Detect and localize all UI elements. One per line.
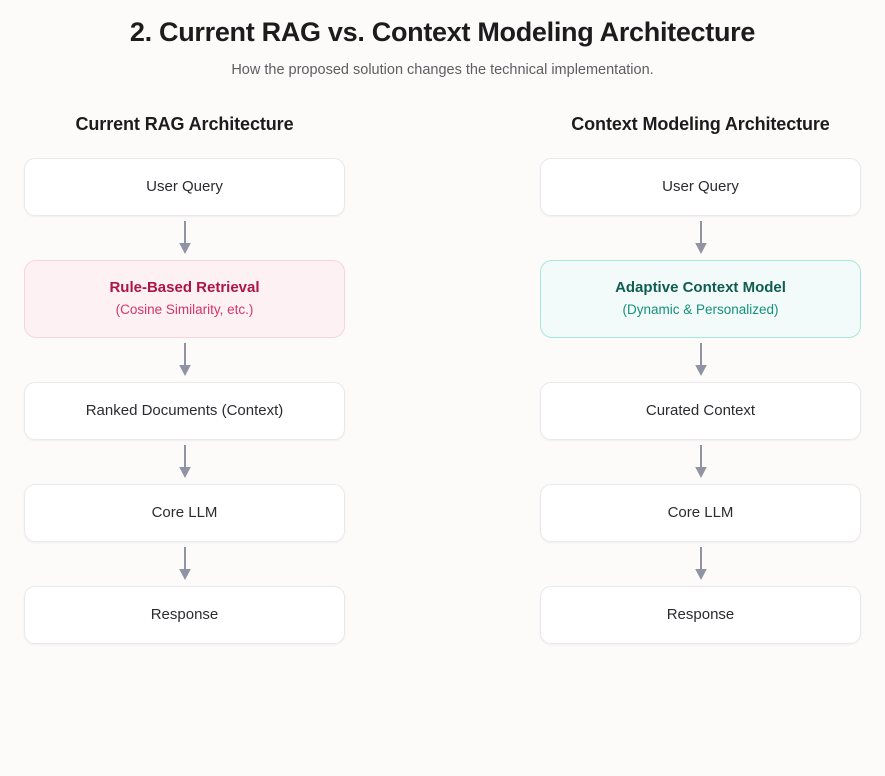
arrow-down-icon	[693, 338, 709, 382]
flow-node-context-modeling-1[interactable]: Adaptive Context Model (Dynamic & Persona…	[540, 259, 861, 338]
flow-node-label: Response	[150, 605, 219, 623]
arrow-down-icon	[693, 440, 709, 484]
flow-node-label: User Query	[662, 177, 739, 195]
page-subtitle: How the proposed solution changes the te…	[231, 61, 654, 78]
flow-node-current-rag-3[interactable]: Core LLM	[24, 483, 345, 542]
flow-node-current-rag-1[interactable]: Rule-Based Retrieval (Cosine Similarity, …	[24, 259, 345, 338]
flow-node-current-rag-2[interactable]: Ranked Documents (Context)	[24, 381, 345, 440]
flow-node-label: User Query	[146, 177, 223, 195]
flow-node-title: Rule-Based Retrieval	[109, 279, 260, 297]
slide-header: 2. Current RAG vs. Context Modeling Arch…	[0, 0, 885, 80]
arrow-down-icon	[693, 542, 709, 586]
flow-node-context-modeling-2[interactable]: Curated Context	[540, 381, 861, 440]
page-title: 2. Current RAG vs. Context Modeling Arch…	[129, 17, 756, 47]
flow-node-sublabel: (Cosine Similarity, etc.)	[115, 301, 254, 317]
flow-node-sublabel: (Dynamic & Personalized)	[622, 301, 779, 317]
flow-node-label: Response	[666, 605, 735, 623]
flow-node-context-modeling-0[interactable]: User Query	[540, 157, 861, 216]
flow-node-context-modeling-4[interactable]: Response	[540, 585, 861, 644]
column-title-context-modeling: Context Modeling Architecture	[571, 113, 830, 134]
flow-node-label: Ranked Documents (Context)	[85, 401, 284, 419]
flow-node-current-rag-0[interactable]: User Query	[24, 157, 345, 216]
arrow-down-icon	[693, 216, 709, 260]
arrow-down-icon	[177, 216, 193, 260]
flow-node-label: Core LLM	[151, 503, 218, 521]
flow-node-label: Curated Context	[645, 401, 756, 419]
flow-node-title: Adaptive Context Model	[615, 279, 786, 297]
arrow-down-icon	[177, 440, 193, 484]
flow-node-label: Core LLM	[667, 503, 734, 521]
arrow-down-icon	[177, 542, 193, 586]
arrow-down-icon	[177, 338, 193, 382]
flow-node-context-modeling-3[interactable]: Core LLM	[540, 483, 861, 542]
column-title-current-rag: Current RAG Architecture	[75, 113, 294, 134]
flow-node-current-rag-4[interactable]: Response	[24, 585, 345, 644]
